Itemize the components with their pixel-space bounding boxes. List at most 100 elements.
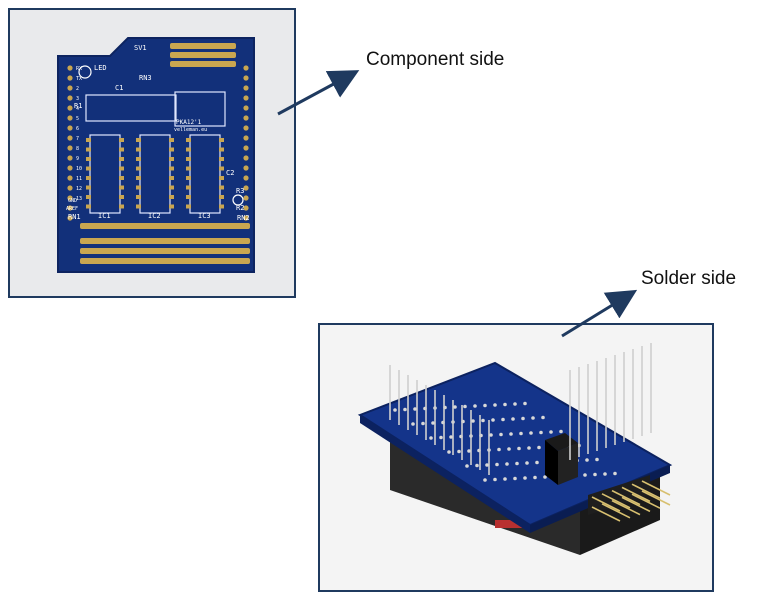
solder-joint bbox=[511, 417, 515, 421]
pad bbox=[243, 145, 249, 151]
ic-pad bbox=[136, 204, 141, 209]
ic-pad bbox=[186, 157, 191, 161]
ic-pad bbox=[119, 204, 124, 209]
right-angle-pin bbox=[641, 490, 671, 506]
pad bbox=[67, 135, 73, 141]
ic-pad bbox=[169, 157, 174, 161]
pad bbox=[243, 95, 249, 101]
solder-joint bbox=[403, 407, 407, 412]
ic-pad bbox=[86, 147, 91, 152]
solder-joint bbox=[489, 433, 493, 437]
ic-pad bbox=[136, 195, 141, 199]
solder-joint bbox=[509, 432, 513, 436]
right-angle-pin bbox=[601, 503, 631, 519]
right-angle-pin bbox=[611, 499, 641, 516]
solder-joint bbox=[429, 436, 433, 440]
solder-joint bbox=[503, 402, 507, 407]
ic-pad bbox=[186, 195, 191, 199]
ic-pad bbox=[119, 166, 124, 171]
ic-pad bbox=[136, 185, 141, 190]
solder-joint bbox=[453, 405, 457, 409]
solder-joint bbox=[593, 472, 597, 477]
right-angle-pin bbox=[631, 483, 661, 499]
ic-pad bbox=[119, 195, 124, 199]
right-angle-pin bbox=[621, 486, 651, 503]
silk-pin-number: 11 bbox=[76, 176, 82, 182]
solder-joint bbox=[535, 460, 539, 465]
ic-pad bbox=[186, 185, 191, 190]
solder-joint bbox=[467, 449, 471, 453]
silk-pin-number: 3 bbox=[76, 96, 79, 102]
solder-joint bbox=[471, 419, 475, 423]
pad bbox=[243, 115, 249, 121]
silk-led: LED bbox=[94, 64, 107, 72]
pad bbox=[243, 65, 249, 71]
ic-pad bbox=[169, 147, 174, 152]
silk-rn1: RN1 bbox=[68, 213, 81, 221]
silk-pin-number: 13 bbox=[76, 196, 82, 202]
solder-joint bbox=[465, 464, 469, 468]
silk-pin-number: 12 bbox=[76, 186, 82, 192]
solder-joint bbox=[541, 415, 545, 420]
pad bbox=[67, 95, 73, 101]
solder-joint bbox=[481, 418, 485, 423]
silk-r1: R1 bbox=[74, 102, 82, 110]
pad bbox=[67, 175, 73, 181]
pad bbox=[67, 115, 73, 121]
pad bbox=[243, 135, 249, 141]
solder-joint bbox=[533, 475, 537, 480]
solder-joint bbox=[503, 477, 507, 481]
ic-pad bbox=[186, 176, 191, 180]
solder-joint bbox=[539, 430, 543, 435]
pad bbox=[243, 195, 249, 201]
pad bbox=[67, 105, 73, 111]
ic-pad bbox=[136, 166, 141, 171]
silk-pin-number: TX bbox=[76, 76, 82, 82]
solder-joint bbox=[493, 477, 497, 482]
ic-pad bbox=[169, 185, 174, 190]
solder-joint bbox=[421, 421, 425, 426]
right-angle-pin bbox=[611, 489, 641, 506]
ic-pad bbox=[136, 138, 141, 142]
pad bbox=[243, 175, 249, 181]
ic-pad bbox=[86, 204, 91, 209]
silk-rn2: RN2 bbox=[237, 214, 250, 222]
solder-joint bbox=[431, 421, 435, 425]
ic-pad bbox=[219, 157, 224, 161]
pad bbox=[67, 145, 73, 151]
silk-sv1: SV1 bbox=[134, 44, 147, 52]
solder-joint bbox=[483, 478, 487, 482]
solder-joint bbox=[613, 471, 617, 476]
right-angle-pin bbox=[601, 493, 631, 509]
solder-joint bbox=[527, 446, 531, 450]
pad bbox=[243, 215, 249, 221]
solder-joint bbox=[513, 476, 517, 481]
ic-pad bbox=[86, 166, 91, 171]
ic-pad bbox=[136, 157, 141, 161]
pad bbox=[243, 75, 249, 81]
pad bbox=[67, 185, 73, 191]
pad bbox=[67, 165, 73, 171]
solder-joint bbox=[475, 463, 479, 468]
silk-c1: C1 bbox=[115, 84, 123, 92]
pad bbox=[67, 85, 73, 91]
solder-joint bbox=[519, 431, 523, 436]
right-angle-pin bbox=[591, 496, 621, 512]
right-angle-pin bbox=[591, 506, 621, 522]
component-side-photo: LED SV1 C1 RN3 R1 C2 R3 R2 RN1 RN2 IC1 I… bbox=[8, 8, 296, 298]
solder-joint bbox=[585, 458, 589, 462]
ic-pad bbox=[219, 147, 224, 152]
solder-joint bbox=[491, 418, 495, 422]
ic-pad bbox=[169, 166, 174, 171]
ic-pad bbox=[219, 176, 224, 180]
silk-pin-number: 9 bbox=[76, 156, 79, 162]
solder-joint bbox=[411, 422, 415, 426]
ic-pad bbox=[186, 204, 191, 209]
solder-joint bbox=[497, 447, 501, 452]
ic-pad bbox=[169, 204, 174, 209]
silk-pin-number: 7 bbox=[76, 136, 79, 142]
solder-joint bbox=[439, 435, 443, 440]
ic-pad bbox=[169, 138, 174, 142]
pad bbox=[243, 165, 249, 171]
solder-joint bbox=[517, 446, 521, 451]
